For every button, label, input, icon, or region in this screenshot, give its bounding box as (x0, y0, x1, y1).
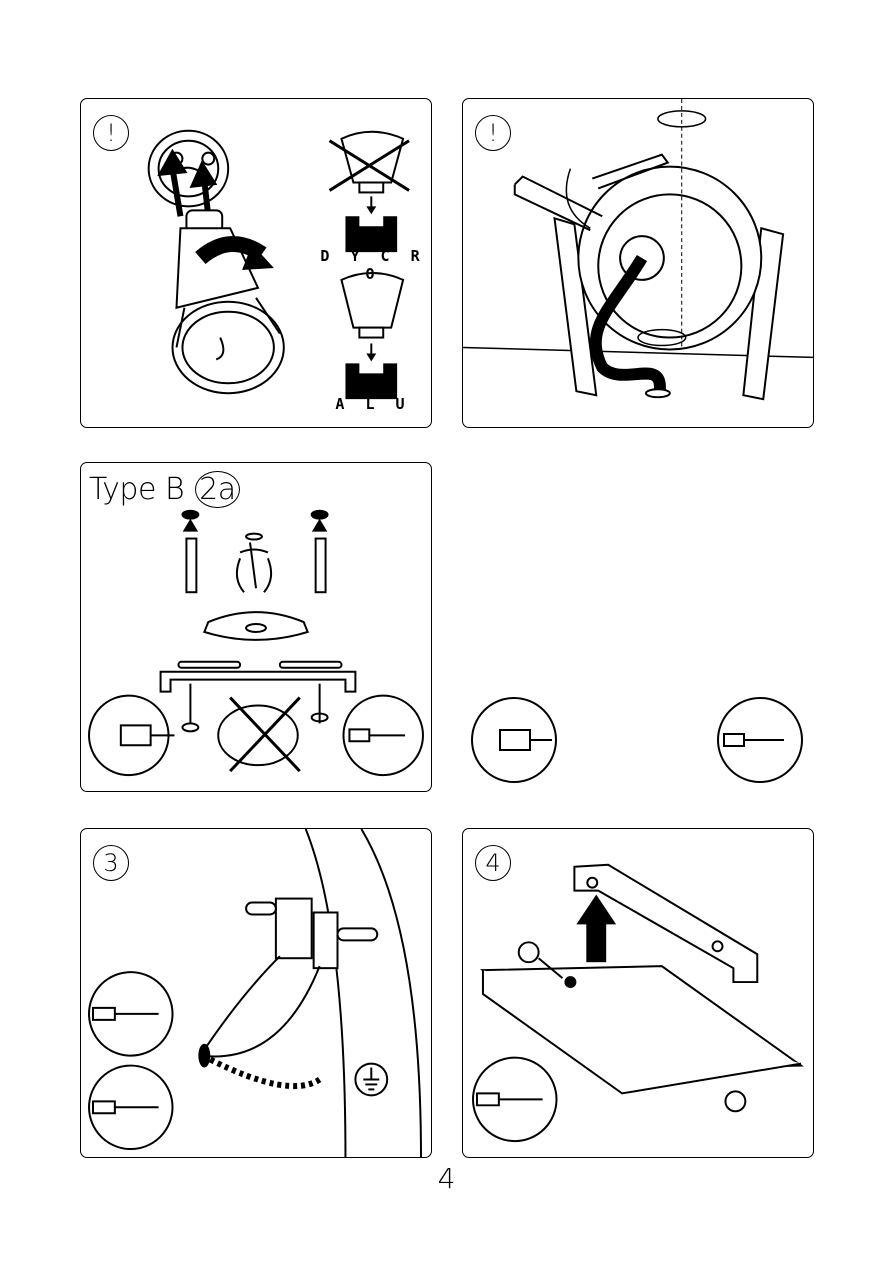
earth-wire-icon (210, 1060, 319, 1087)
drill-icon (89, 696, 174, 776)
spring-clip-icon (237, 534, 271, 593)
panel-step-4-fixing: 4 (462, 828, 814, 1158)
down-arrow-icon (345, 196, 397, 252)
up-arrow-icon (576, 895, 616, 963)
alu-label: A L U (313, 395, 433, 413)
rotation-illustration (463, 99, 813, 427)
screwdriver-icon (473, 1058, 556, 1141)
panel-step-3-wiring: 3 (80, 828, 432, 1158)
no-nail-icon (218, 698, 300, 772)
fixing-illustration (463, 829, 813, 1157)
wiring-illustration (81, 829, 431, 1157)
cable-icon (200, 956, 319, 1056)
screwdriver-icon (343, 696, 423, 776)
page-number: 4 (0, 1162, 893, 1195)
earth-symbol-icon (355, 1064, 387, 1096)
screwdriver-icon (89, 972, 172, 1149)
panel-bulb-install: ! (80, 98, 432, 428)
tools-illustration (462, 694, 814, 804)
ceiling-plate-icon (204, 612, 307, 640)
mounting-illustration (81, 463, 431, 791)
terminal-block-icon (246, 899, 377, 969)
lamp-socket-icon (149, 131, 229, 207)
down-arrow-icon (345, 344, 397, 400)
panel-type-b-mounting: Type B 2a (80, 462, 432, 792)
crossed-bulb-icon (330, 132, 410, 193)
lamp-yoke-icon (555, 167, 784, 400)
drill-icon (472, 698, 556, 782)
panel-rotation-adjust: ! (462, 98, 814, 428)
screwdriver-icon (718, 698, 802, 782)
dycro-label: D Y C R O (313, 247, 433, 283)
